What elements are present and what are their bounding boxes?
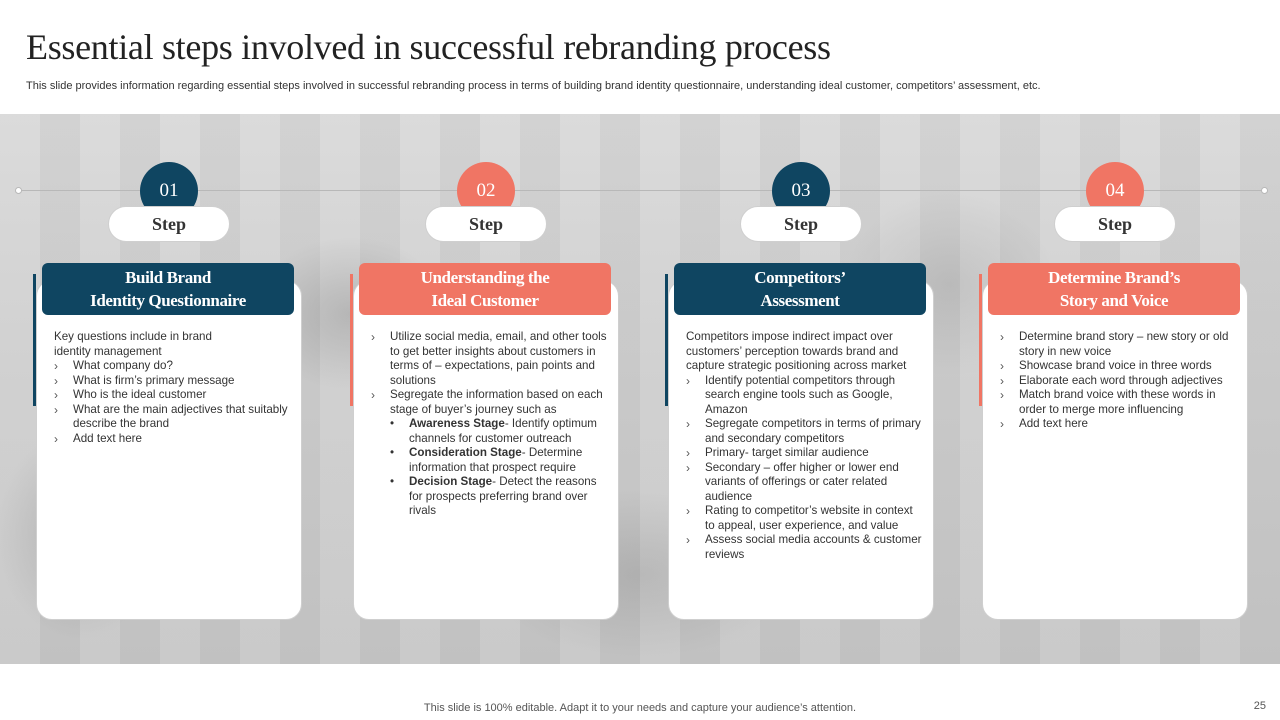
step-1-header-line1: Build Brand	[125, 268, 211, 287]
step-3-card-body: Competitors impose indirect impact over …	[686, 330, 924, 562]
footer-note: This slide is 100% editable. Adapt it to…	[423, 702, 857, 714]
step-2-list: Utilize social media, email, and other t…	[371, 330, 609, 417]
step-3-intro: Competitors impose indirect impact over …	[686, 330, 907, 372]
list-item: Who is the ideal customer	[54, 388, 292, 403]
sub-list-item: Decision Stage- Detect the reasons for p…	[390, 475, 609, 519]
step-3-header-line2: Assessment	[760, 291, 840, 310]
step-1-list: What company do? What is firm’s primary …	[54, 359, 292, 446]
step-4: 04 Step Determine Brand’s Story and Voic…	[979, 162, 1248, 622]
sub-item-term: Decision Stage	[409, 475, 493, 488]
list-item: Assess social media accounts & customer …	[686, 533, 924, 562]
list-item: Rating to competitor’s website in contex…	[686, 504, 924, 533]
step-4-label-pill: Step	[1054, 206, 1176, 242]
list-item: What is firm’s primary message	[54, 374, 292, 389]
step-1-intro-line1: Key questions include in brand	[54, 330, 212, 343]
step-3-card-header: Competitors’ Assessment	[674, 263, 926, 315]
step-1-intro-line2: identity management	[54, 344, 162, 358]
step-4-card-body: Determine brand story – new story or old…	[1000, 330, 1238, 432]
sub-list-item: Awareness Stage- Identify optimum channe…	[390, 417, 609, 446]
step-2-card-accent	[350, 274, 353, 406]
step-4-header-line2: Story and Voice	[1059, 291, 1169, 310]
step-1-header-line2: Identity Questionnaire	[90, 291, 246, 310]
list-item: Add text here	[54, 432, 292, 447]
list-item: Segregate competitors in terms of primar…	[686, 417, 924, 446]
step-3-list: Identify potential competitors through s…	[686, 374, 924, 563]
step-1-card-accent	[33, 274, 36, 406]
timeline-end-dot	[1261, 187, 1268, 194]
step-1: 01 Step Build Brand Identity Questionnai…	[33, 162, 302, 622]
step-3-header-line1: Competitors’	[754, 268, 846, 287]
list-item: Match brand voice with these words in or…	[1000, 388, 1238, 417]
step-3-card-accent	[665, 274, 668, 406]
step-2-card-body: Utilize social media, email, and other t…	[371, 330, 609, 519]
step-2-label-pill: Step	[425, 206, 547, 242]
step-2-header-line1: Understanding the	[420, 268, 550, 287]
list-item: Determine brand story – new story or old…	[1000, 330, 1238, 359]
step-4-card-header: Determine Brand’s Story and Voice	[988, 263, 1240, 315]
sub-item-term: Awareness Stage	[409, 417, 505, 430]
step-1-card	[36, 280, 302, 620]
step-1-label-pill: Step	[108, 206, 230, 242]
slide-title: Essential steps involved in successful r…	[26, 27, 831, 67]
step-4-list: Determine brand story – new story or old…	[1000, 330, 1238, 432]
step-1-card-body: Key questions include in brand identity …	[54, 330, 292, 446]
list-item: Add text here	[1000, 417, 1238, 432]
list-item: Utilize social media, email, and other t…	[371, 330, 609, 388]
step-4-header-line1: Determine Brand’s	[1048, 268, 1180, 287]
list-item: Identify potential competitors through s…	[686, 374, 924, 418]
list-item: What company do?	[54, 359, 292, 374]
sub-item-term: Consideration Stage	[409, 446, 522, 459]
list-item: Primary- target similar audience	[686, 446, 924, 461]
timeline-start-dot	[15, 187, 22, 194]
list-item: What are the main adjectives that suitab…	[54, 403, 292, 432]
list-item: Segregate the information based on each …	[371, 388, 609, 417]
step-2-sublist: Awareness Stage- Identify optimum channe…	[371, 417, 609, 519]
step-2-card-header: Understanding the Ideal Customer	[359, 263, 611, 315]
timeline-line	[18, 190, 1264, 191]
list-item: Showcase brand voice in three words	[1000, 359, 1238, 374]
sub-item-text: - Determine information that prospect re…	[409, 446, 583, 474]
step-3-label-pill: Step	[740, 206, 862, 242]
step-4-card-accent	[979, 274, 982, 406]
list-item: Elaborate each word through adjectives	[1000, 374, 1238, 389]
slide-subtitle: This slide provides information regardin…	[26, 80, 1041, 92]
list-item: Secondary – offer higher or lower end va…	[686, 461, 924, 505]
sub-item-text: - Detect the reasons for prospects prefe…	[409, 475, 597, 517]
step-2-header-line2: Ideal Customer	[431, 291, 539, 310]
step-3: 03 Step Competitors’ Assessment Competit…	[665, 162, 934, 622]
step-1-card-header: Build Brand Identity Questionnaire	[42, 263, 294, 315]
sub-item-text: - Identify optimum channels for customer…	[409, 417, 597, 445]
step-2: 02 Step Understanding the Ideal Customer…	[350, 162, 619, 622]
page-number: 25	[1253, 700, 1266, 712]
sub-list-item: Consideration Stage- Determine informati…	[390, 446, 609, 475]
